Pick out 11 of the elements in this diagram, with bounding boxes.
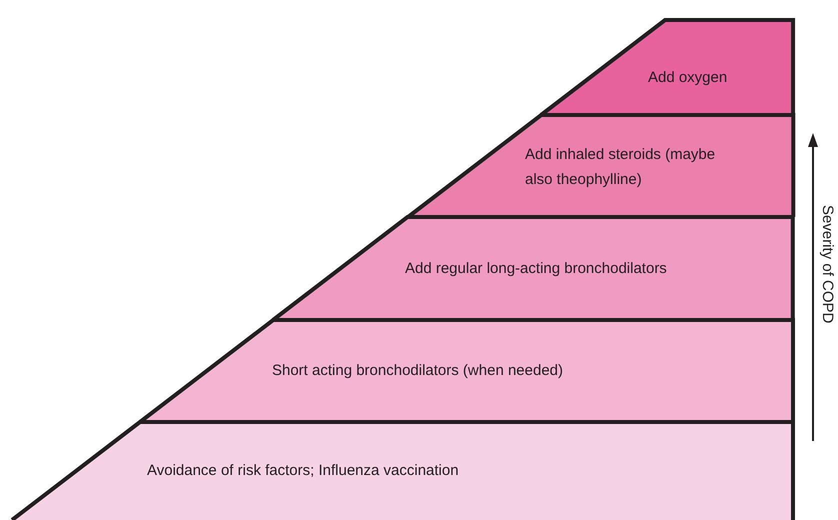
step-label: Add oxygen: [648, 68, 728, 88]
pyramid-step: [12, 422, 793, 520]
pyramid-step: [408, 115, 793, 217]
step-label: Add inhaled steroids (maybe also theophylline): [524, 145, 716, 190]
pyramid-step: [540, 20, 793, 115]
step-label: Short acting bronchodilators (when needed): [272, 361, 564, 381]
pyramid-step: [140, 320, 793, 422]
pyramid-step: [273, 217, 793, 320]
step-label: Add regular long-acting bronchodilators: [404, 259, 668, 279]
step-label: Avoidance of risk factors; Influenza vaccination: [147, 461, 460, 481]
axis-label: Severity of COPD: [819, 205, 836, 324]
